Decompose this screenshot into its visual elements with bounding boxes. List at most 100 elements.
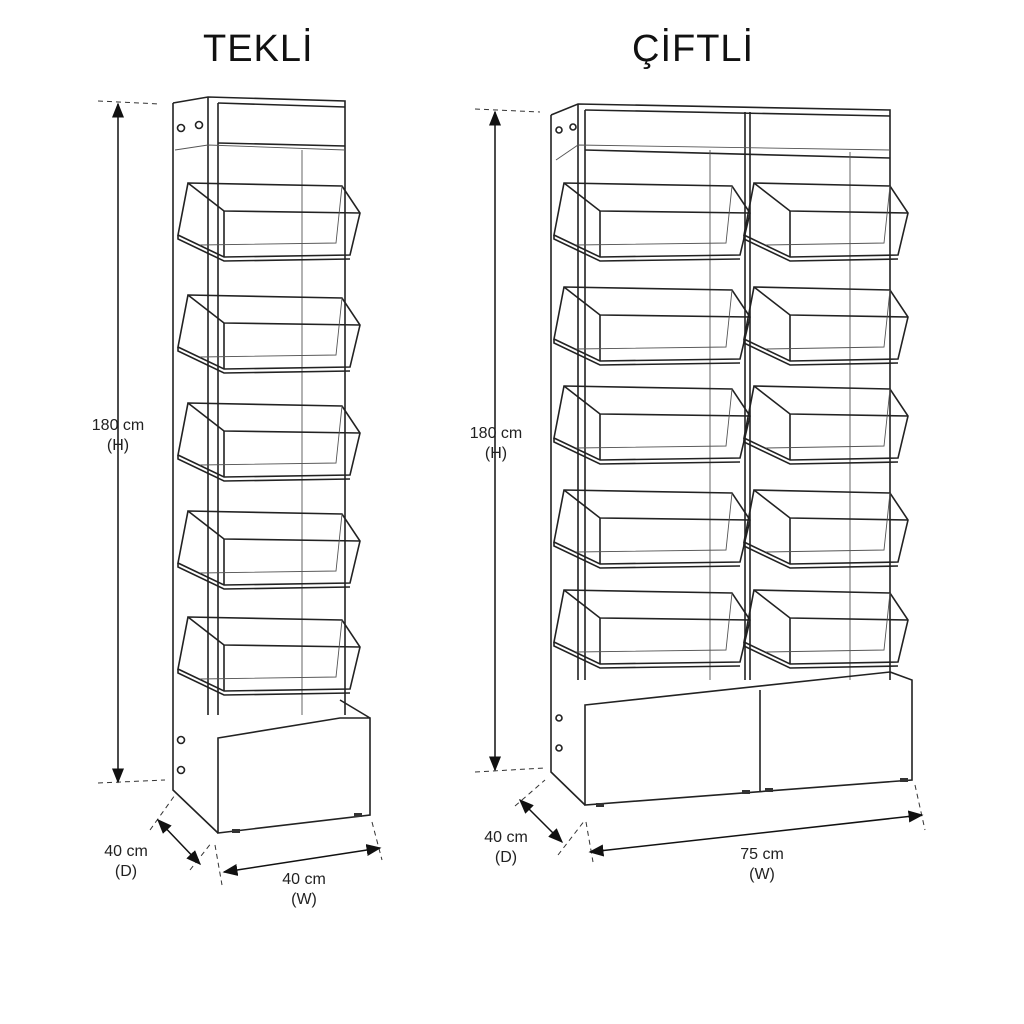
foot — [232, 829, 240, 833]
double-width-label: 75 cm (W) — [730, 845, 794, 885]
extension-line — [189, 841, 213, 871]
shelf-bin — [553, 385, 751, 461]
frame — [550, 103, 891, 680]
double-unit-title: ÇİFTLİ — [632, 28, 755, 70]
shelf-bin-inner — [575, 592, 733, 653]
double-height-value: 180 cm — [469, 425, 523, 442]
header-panel — [584, 109, 891, 159]
header-panel — [217, 102, 346, 147]
frame — [172, 96, 346, 715]
extension-line — [149, 794, 176, 831]
shelf-bin-rim — [563, 385, 751, 417]
shelf-bin-rim — [563, 489, 751, 521]
shelf-bin-rim — [563, 589, 751, 621]
base-cabinet — [584, 671, 913, 806]
single-width-arrow — [222, 844, 382, 876]
front-post — [577, 104, 751, 680]
shelf-bin-rim — [753, 182, 909, 214]
foot — [596, 803, 604, 807]
shelf-bin-inner — [575, 289, 733, 350]
side-panel — [172, 103, 219, 834]
shelf-bin-inner — [199, 619, 343, 680]
bolt-icon — [194, 120, 204, 130]
shelf-bin — [553, 589, 751, 665]
extension-line — [214, 844, 223, 886]
shelf-ledge — [553, 642, 741, 669]
shelf-bin-inner — [199, 513, 343, 574]
single-depth-code: (D) — [114, 863, 138, 880]
shelf-ledge — [743, 235, 899, 262]
double-width-arrow — [588, 810, 924, 857]
shelf-bin-rim — [187, 182, 361, 214]
single-height-value: 180 cm — [91, 417, 145, 434]
double-height-code: (H) — [484, 445, 508, 462]
shelf-bin-rim — [753, 385, 909, 417]
shelf-ledge — [743, 339, 899, 366]
shelf-ledge — [177, 455, 351, 482]
extension-line — [97, 100, 161, 105]
extension-line — [914, 784, 926, 831]
front-post — [207, 97, 219, 715]
shelf-bin-rim — [187, 616, 361, 648]
bolt-icon — [569, 123, 577, 131]
shelf-bin — [553, 286, 751, 362]
shelf-bin-inner — [199, 297, 343, 358]
shelf-bin — [553, 182, 751, 258]
foot — [742, 790, 750, 794]
extension-line — [514, 779, 546, 807]
shelf-bin — [177, 294, 361, 370]
shelf-ledge — [553, 235, 741, 262]
shelf-ledge — [553, 542, 741, 569]
shelf-bin-inner — [765, 289, 891, 350]
single-height-label: 180 cm (H) — [82, 416, 154, 456]
single-width-value: 40 cm — [282, 871, 326, 888]
extension-line — [474, 108, 541, 113]
bolt-icon — [176, 765, 186, 775]
base-cabinet — [217, 699, 371, 834]
shelf-bin-inner — [575, 388, 733, 449]
shelf-bin-rim — [563, 182, 751, 214]
single-depth-label: 40 cm (D) — [96, 842, 156, 882]
single-depth-arrow — [156, 818, 202, 866]
single-depth-value: 40 cm — [104, 843, 148, 860]
side-panel — [550, 115, 586, 806]
single-height-code: (H) — [106, 437, 130, 454]
shelf-bin-rim — [753, 489, 909, 521]
shelf-bin — [177, 402, 361, 478]
shelf-bin-rim — [187, 402, 361, 434]
double-width-code: (W) — [749, 866, 775, 883]
shelf-ledge — [177, 235, 351, 262]
shelf-bin-rim — [187, 294, 361, 326]
shelf-ledge — [177, 347, 351, 374]
shelf-ledge — [743, 642, 899, 669]
bolt-icon — [555, 714, 563, 722]
double-shelf-unit — [550, 103, 913, 807]
extension-line — [371, 821, 383, 861]
shelf-bin-rim — [563, 286, 751, 318]
shelf-ledge — [553, 339, 741, 366]
shelf-bin — [177, 182, 361, 258]
double-height-label: 180 cm (H) — [460, 424, 532, 464]
extension-line — [474, 767, 546, 773]
shelf-bin-inner — [199, 185, 343, 246]
shelf-ledge — [743, 438, 899, 465]
foot — [354, 813, 362, 817]
extension-line — [557, 819, 586, 856]
shelf-bin-inner — [765, 185, 891, 246]
single-width-label: 40 cm (W) — [272, 870, 336, 910]
foot — [900, 778, 908, 782]
foot — [765, 788, 773, 792]
back-frame — [174, 144, 346, 715]
extension-line — [97, 779, 166, 784]
shelf-bin-inner — [765, 492, 891, 553]
shelf-ledge — [177, 669, 351, 696]
shelf-ledge — [177, 563, 351, 590]
shelf-bin-rim — [187, 510, 361, 542]
double-depth-value: 40 cm — [484, 829, 528, 846]
shelf-bin-inner — [765, 592, 891, 653]
bolt-icon — [555, 744, 563, 752]
shelf-bin-rim — [753, 589, 909, 621]
bolt-icon — [176, 123, 186, 133]
